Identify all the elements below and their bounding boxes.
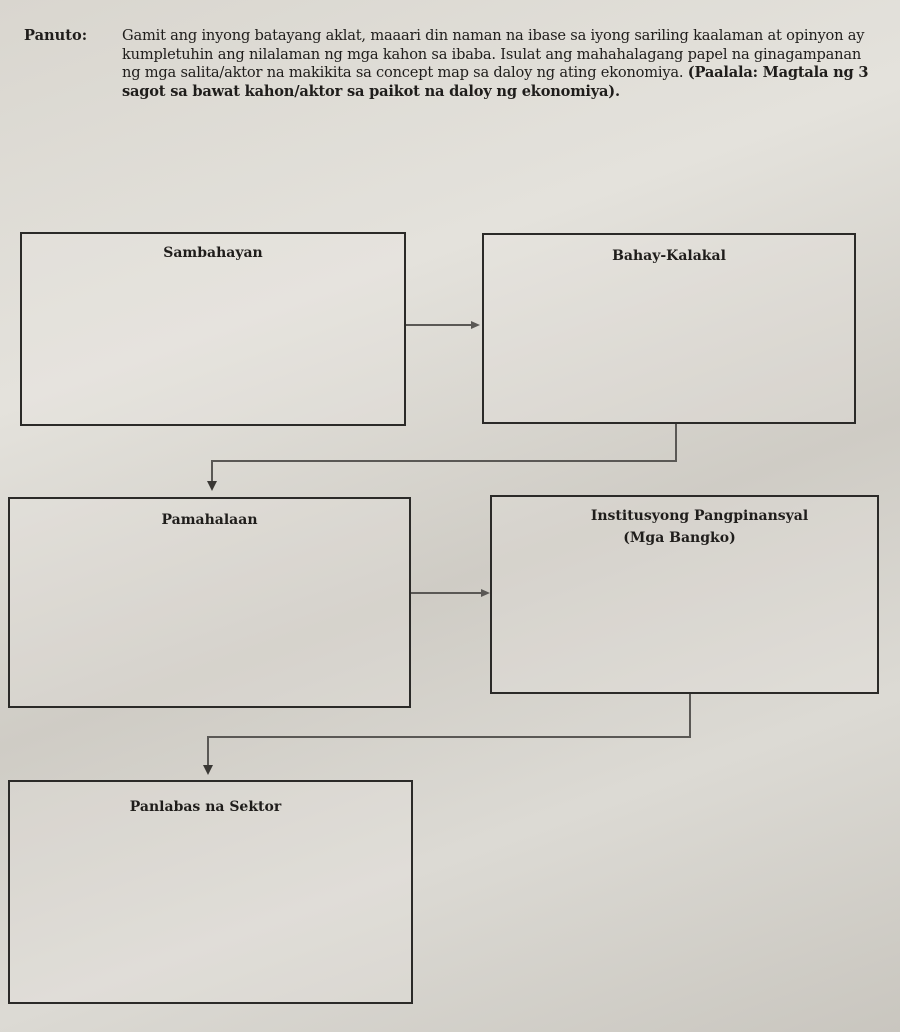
box-title: Institusyong Pangpinansyal [590, 508, 809, 524]
connector-line [211, 460, 213, 482]
box-institusyong-pangpinansyal[interactable]: Institusyong Pangpinansyal (Mga Bangko) [490, 495, 879, 694]
arrow-down-icon [207, 481, 217, 491]
box-title: Bahay-Kalakal [612, 248, 726, 264]
box-title: Sambahayan [163, 245, 263, 261]
instructions-note: (Paalala: Magtala ng 3 sagot sa bawat ka… [122, 64, 869, 100]
instructions-text: Gamit ang inyong batayang aklat, maaari … [122, 27, 865, 81]
connector-line [211, 460, 677, 462]
instructions-label: Panuto: [24, 27, 88, 44]
connector-line [207, 736, 691, 738]
box-title: Pamahalaan [161, 512, 258, 528]
connector-line [689, 694, 691, 737]
connector-line [207, 736, 209, 766]
box-subtitle: (Mga Bangko) [623, 530, 736, 546]
arrow-right-icon [471, 321, 480, 329]
box-title: Panlabas na Sektor [129, 799, 282, 815]
arrow-down-icon [203, 765, 213, 775]
arrow-line [411, 592, 482, 594]
box-panlabas-na-sektor[interactable]: Panlabas na Sektor [8, 780, 413, 1004]
box-sambahayan[interactable]: Sambahayan [20, 232, 406, 426]
connector-line [675, 424, 677, 461]
box-pamahalaan[interactable]: Pamahalaan [8, 497, 411, 708]
arrow-line [406, 324, 472, 326]
instructions: Panuto: Gamit ang inyong batayang aklat,… [24, 27, 874, 101]
box-bahay-kalakal[interactable]: Bahay-Kalakal [482, 233, 856, 424]
arrow-right-icon [481, 589, 490, 597]
